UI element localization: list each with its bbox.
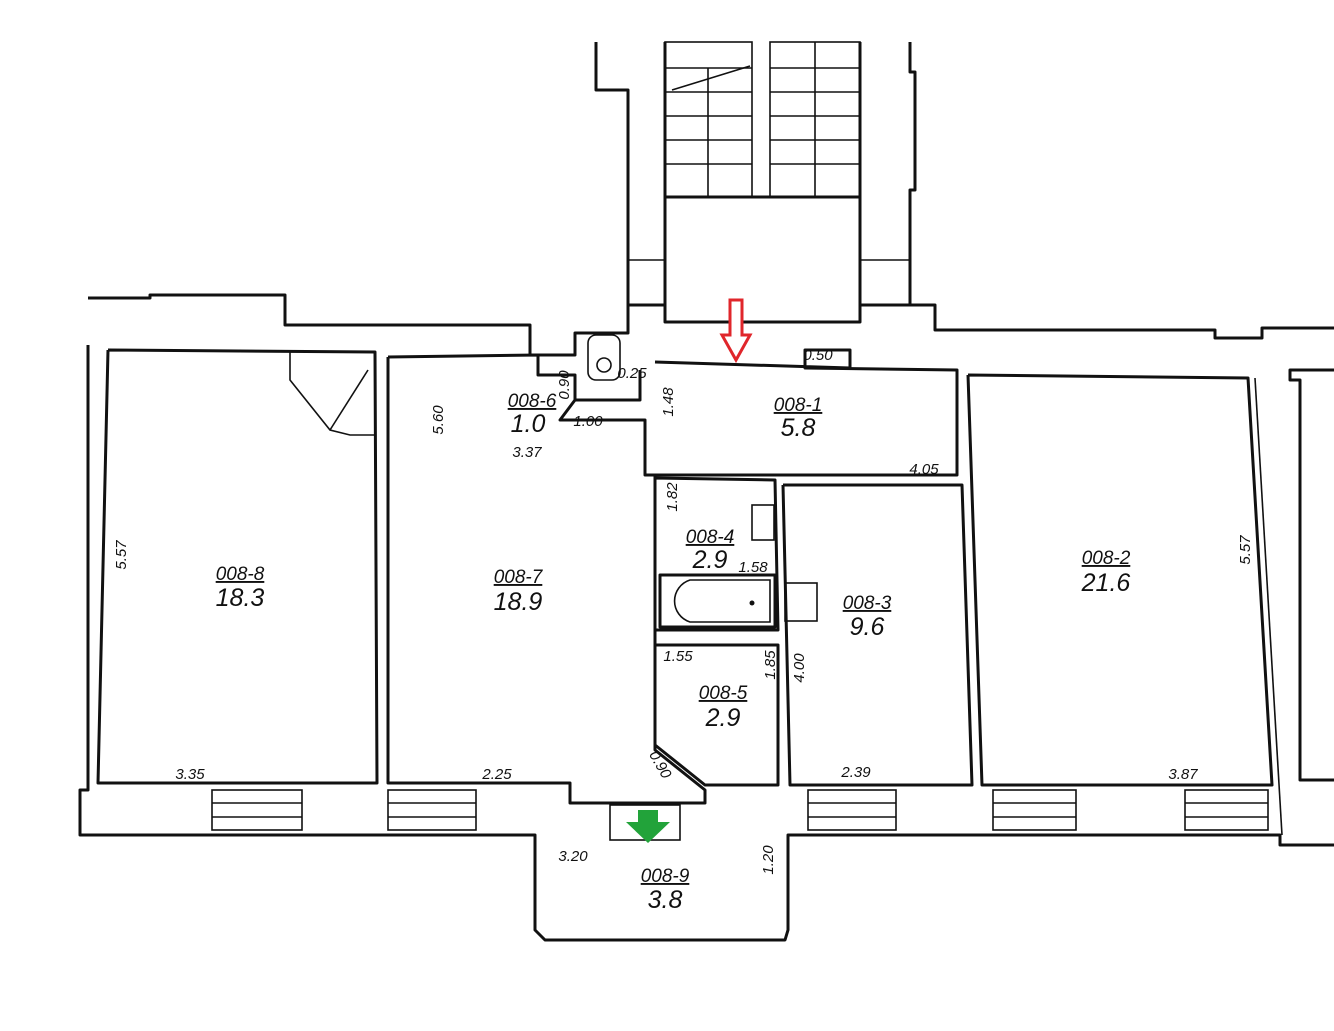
dimension: 1.58 [738,559,768,576]
room-008-9: 008-9 3.8 [641,866,690,914]
room-area: 2.9 [692,546,728,574]
room-area: 2.9 [705,704,741,732]
dimension: 1.00 [573,413,603,430]
room-code: 008-3 [843,593,892,614]
room-008-4: 008-4 2.9 [686,527,735,574]
dimension: 4.00 [791,653,808,683]
room-008-8: 008-8 18.3 [216,564,265,612]
dimension: 1.48 [660,387,677,417]
windows [211,789,1269,841]
dimension-labels: 5.57 3.35 5.60 2.25 3.37 0.90 1.00 0.25 … [113,347,1254,875]
room-area: 9.6 [850,613,885,641]
dimension: 2.39 [840,764,871,781]
dimension: 5.57 [113,540,130,570]
dimension: 1.82 [664,482,681,512]
room-code: 008-2 [1082,548,1131,569]
room-area: 18.3 [216,584,265,612]
room-code: 008-6 [508,391,557,412]
room-008-1: 008-1 5.8 [774,395,823,442]
dimension: 3.87 [1168,766,1198,783]
room-008-5: 008-5 2.9 [699,683,748,732]
room-code: 008-1 [774,395,823,416]
room-code: 008-9 [641,866,690,887]
room-area: 1.0 [511,410,546,438]
room-area: 5.8 [781,414,816,442]
toilet-icon [587,334,621,381]
room-area: 18.9 [494,588,543,616]
staircase [594,41,917,324]
outer-walls [78,293,1334,942]
dimension: 3.37 [512,444,542,461]
room-008-7: 008-7 18.9 [494,567,544,616]
room-code: 008-4 [686,527,735,548]
room-008-3: 008-3 9.6 [843,593,892,641]
dimension: 1.20 [760,845,777,875]
dimension: 1.55 [663,648,693,665]
room-008-2: 008-2 21.6 [1081,548,1131,597]
dimension: 0.50 [803,347,833,364]
entrance-arrow-icon [719,298,753,364]
dimension: 0.25 [617,365,647,382]
room-area: 21.6 [1081,569,1131,597]
dimension: 2.25 [481,766,512,783]
dimension: 1.85 [762,650,779,680]
dimension: 0.90 [645,748,675,782]
dimension: 5.57 [1237,535,1254,565]
room-code: 008-8 [216,564,265,585]
exit-arrow-icon [626,810,670,843]
dimension: 0.90 [556,370,573,400]
room-code: 008-7 [494,567,544,588]
room-code: 008-5 [699,683,748,704]
room-area: 3.8 [648,886,683,914]
room-008-6: 008-6 1.0 [508,391,557,438]
dimension: 3.35 [175,766,205,783]
dimension: 4.05 [909,461,939,478]
dimension: 5.60 [430,405,447,435]
room-walls [96,348,1283,836]
dimension: 3.20 [558,848,588,865]
